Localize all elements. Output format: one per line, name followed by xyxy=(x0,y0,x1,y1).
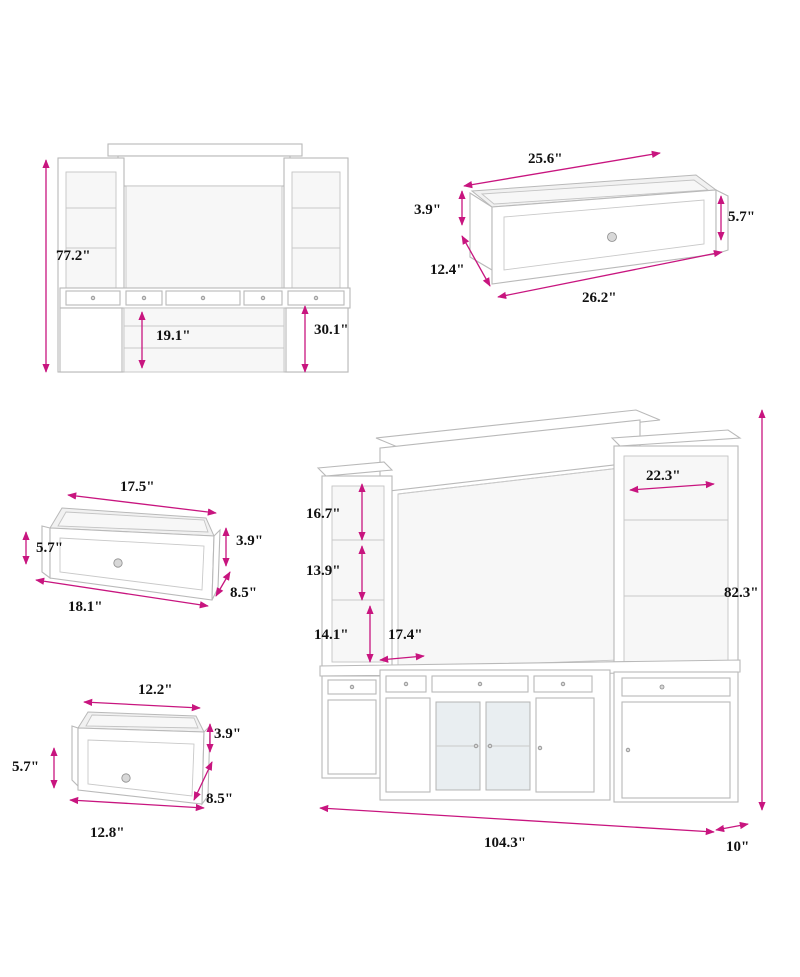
main-shelf-top-label: 16.7" xyxy=(306,506,341,522)
medium-drawer-front-width-label: 17.5" xyxy=(120,479,155,495)
main-shelf-middle-label: 13.9" xyxy=(306,563,341,579)
main-shelf-bottom-label: 14.1" xyxy=(314,627,349,643)
front-center-base-open xyxy=(123,307,285,373)
large-drawer-bottom-width-label: 26.2" xyxy=(582,290,617,306)
front-tv-opening xyxy=(125,185,283,289)
large-drawer-side-height-label: 5.7" xyxy=(728,209,755,225)
front-right-shelves xyxy=(291,171,341,289)
medium-drawer-side-height-label: 5.7" xyxy=(36,540,63,556)
front-tv-opening-height-label: 19.1" xyxy=(156,328,191,344)
large-drawer-illustration xyxy=(469,174,729,285)
small-drawer-illustration xyxy=(71,711,211,806)
small-drawer-bottom-width-label: 12.8" xyxy=(90,825,125,841)
dimension-arrows xyxy=(22,150,766,836)
small-drawer-front-width-label: 12.2" xyxy=(138,682,173,698)
front-crown xyxy=(107,143,303,157)
main-shelf-width-label: 17.4" xyxy=(388,627,423,643)
small-drawer-side-height-label: 5.7" xyxy=(12,759,39,775)
large-drawer-knob xyxy=(607,232,617,242)
small-drawer-front-height-label: 3.9" xyxy=(214,726,241,742)
small-drawer-knob xyxy=(121,773,131,783)
front-right-base xyxy=(285,307,349,373)
medium-drawer-illustration xyxy=(41,507,221,601)
main-unit-illustration xyxy=(316,409,742,803)
main-right-tower-width-label: 22.3" xyxy=(646,468,681,484)
small-drawer-depth-label: 8.5" xyxy=(206,791,233,807)
main-depth-label: 10" xyxy=(726,839,749,855)
dimension-labels: 77.2" 19.1" 30.1" 25.6" 3.9" 5.7" 12.4" … xyxy=(12,151,759,855)
front-left-base xyxy=(59,307,123,373)
medium-drawer-knob xyxy=(113,558,123,568)
large-drawer-front-height-label: 3.9" xyxy=(414,202,441,218)
large-drawer-front-width-label: 25.6" xyxy=(528,151,563,167)
medium-drawer-front-height-label: 3.9" xyxy=(236,533,263,549)
main-total-width-label: 104.3" xyxy=(484,835,526,851)
medium-drawer-depth-label: 8.5" xyxy=(230,585,257,601)
front-bridge xyxy=(117,155,291,187)
front-view-unit xyxy=(57,143,351,373)
main-total-height-label: 82.3" xyxy=(724,585,759,601)
medium-drawer-bottom-width-label: 18.1" xyxy=(68,599,103,615)
large-drawer-depth-label: 12.4" xyxy=(430,262,465,278)
front-total-height-label: 77.2" xyxy=(56,248,91,264)
front-left-shelves xyxy=(65,171,117,289)
front-side-cabinet-height-label: 30.1" xyxy=(314,322,349,338)
